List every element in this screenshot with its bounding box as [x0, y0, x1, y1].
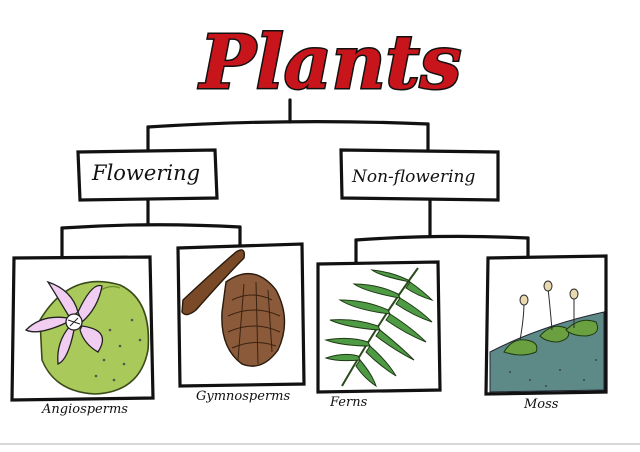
angiosperms-caption: Angiosperms	[41, 402, 128, 417]
title-connector	[146, 98, 430, 154]
non-flowering-label: Non-flowering	[351, 167, 476, 187]
moss-card: Moss	[484, 254, 608, 412]
pine-cone-icon	[181, 249, 286, 367]
flowering-label: Flowering	[91, 161, 200, 185]
flower-lemon-icon	[24, 280, 150, 395]
moss-icon	[489, 280, 605, 393]
gymnosperms-caption: Gymnosperms	[196, 389, 290, 404]
fern-frond-icon	[324, 267, 434, 388]
gymnosperms-card: Gymnosperms	[176, 242, 306, 404]
flowering-box: Flowering	[76, 148, 219, 202]
diagram-title: Plants	[198, 20, 461, 106]
non-flowering-box: Non-flowering	[339, 148, 500, 202]
ferns-card: Ferns	[316, 260, 442, 410]
moss-caption: Moss	[523, 397, 559, 412]
ferns-caption: Ferns	[329, 395, 368, 410]
category-connectors	[60, 198, 530, 264]
angiosperms-card: Angiosperms	[10, 255, 155, 417]
